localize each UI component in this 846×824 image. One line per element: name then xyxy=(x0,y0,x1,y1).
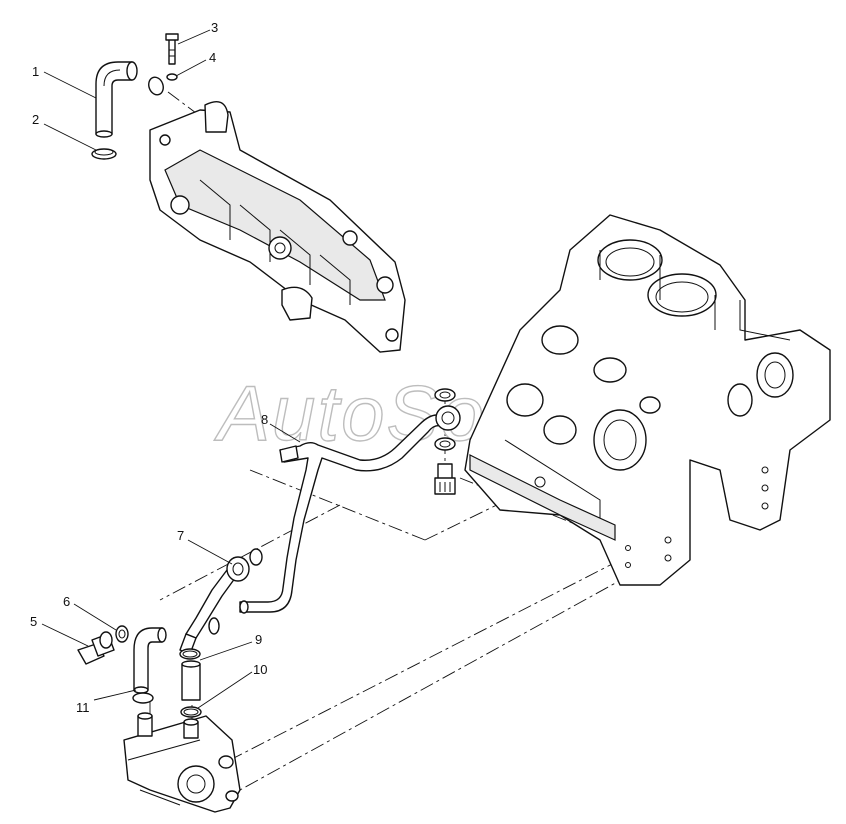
callout-4: 4 xyxy=(209,50,216,65)
callout-6: 6 xyxy=(63,594,70,609)
callout-11: 11 xyxy=(76,700,90,715)
part-washer-small xyxy=(148,73,178,96)
part-banjo-upper xyxy=(434,388,461,495)
part-banjo-hose xyxy=(179,548,263,655)
callout-numbers: 1 2 3 4 5 6 7 8 9 10 11 xyxy=(30,20,268,715)
callout-2: 2 xyxy=(32,112,39,127)
part-sealing-washer xyxy=(115,625,129,643)
part-hose-clamp xyxy=(91,148,117,160)
part-drain-plug xyxy=(77,631,115,665)
part-oil-pipe xyxy=(239,414,443,613)
part-elbow-hose-lower xyxy=(132,627,167,704)
callout-3: 3 xyxy=(211,20,218,35)
callout-8: 8 xyxy=(261,412,268,427)
callout-5: 5 xyxy=(30,614,37,629)
part-valve-cover xyxy=(149,101,406,353)
callout-10: 10 xyxy=(253,662,267,677)
callout-leaders xyxy=(41,29,301,709)
part-bolt xyxy=(165,33,179,65)
part-oil-cooler xyxy=(123,712,241,813)
part-elbow-hose xyxy=(95,61,138,138)
part-o-ring-pipe xyxy=(208,600,249,635)
part-engine-block xyxy=(464,214,831,586)
callout-7: 7 xyxy=(177,528,184,543)
callout-9: 9 xyxy=(255,632,262,647)
part-short-hose xyxy=(179,648,202,718)
callout-1: 1 xyxy=(32,64,39,79)
